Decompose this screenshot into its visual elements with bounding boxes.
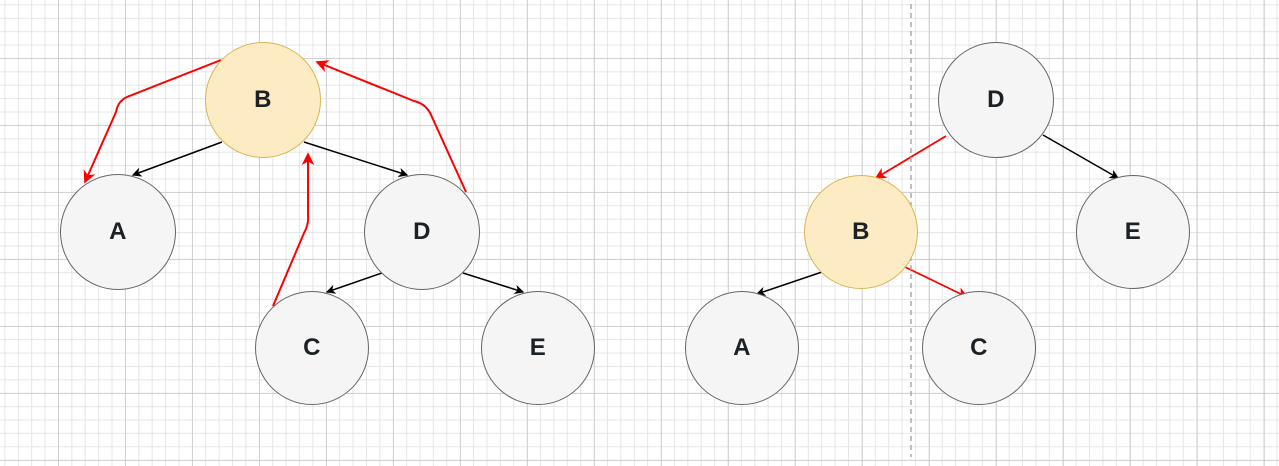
left-node-d[interactable]: D <box>364 174 480 290</box>
right-node-d-label: D <box>987 86 1005 113</box>
edge-B-to-C-right-red <box>902 265 969 298</box>
edge-D-to-E-black <box>462 272 525 294</box>
edge-D-to-C-black <box>325 272 383 294</box>
left-node-c-label: C <box>303 334 321 361</box>
left-node-d-label: D <box>413 218 431 245</box>
left-tree-black-edges <box>131 141 525 294</box>
right-node-c[interactable]: C <box>922 291 1036 405</box>
left-node-e-label: E <box>529 334 547 361</box>
right-node-c-label: C <box>970 334 988 361</box>
right-node-d[interactable]: D <box>938 42 1054 158</box>
left-tree-red-edges <box>83 59 467 307</box>
left-node-a-label: A <box>109 218 127 245</box>
edge-C-to-B-red <box>272 152 315 307</box>
left-node-a[interactable]: A <box>60 174 176 290</box>
edge-B-to-A-red <box>83 59 222 184</box>
edge-B-to-D-black <box>303 141 409 177</box>
left-node-c[interactable]: C <box>255 291 369 405</box>
edge-D-to-B-red <box>315 60 467 193</box>
right-node-a-label: A <box>733 334 751 361</box>
left-node-b[interactable]: B <box>205 42 321 158</box>
edge-D-to-E-right-black <box>1042 134 1120 179</box>
edge-B-to-A-right-black <box>755 271 823 296</box>
right-node-e-label: E <box>1124 218 1142 245</box>
right-node-b[interactable]: B <box>804 175 918 289</box>
right-node-e[interactable]: E <box>1076 175 1190 289</box>
left-node-e[interactable]: E <box>481 291 595 405</box>
left-node-b-label: B <box>254 86 272 113</box>
right-node-b-label: B <box>852 218 870 245</box>
right-tree-edges <box>755 134 1120 298</box>
right-node-a[interactable]: A <box>685 291 799 405</box>
edge-B-to-A-black <box>131 141 223 177</box>
